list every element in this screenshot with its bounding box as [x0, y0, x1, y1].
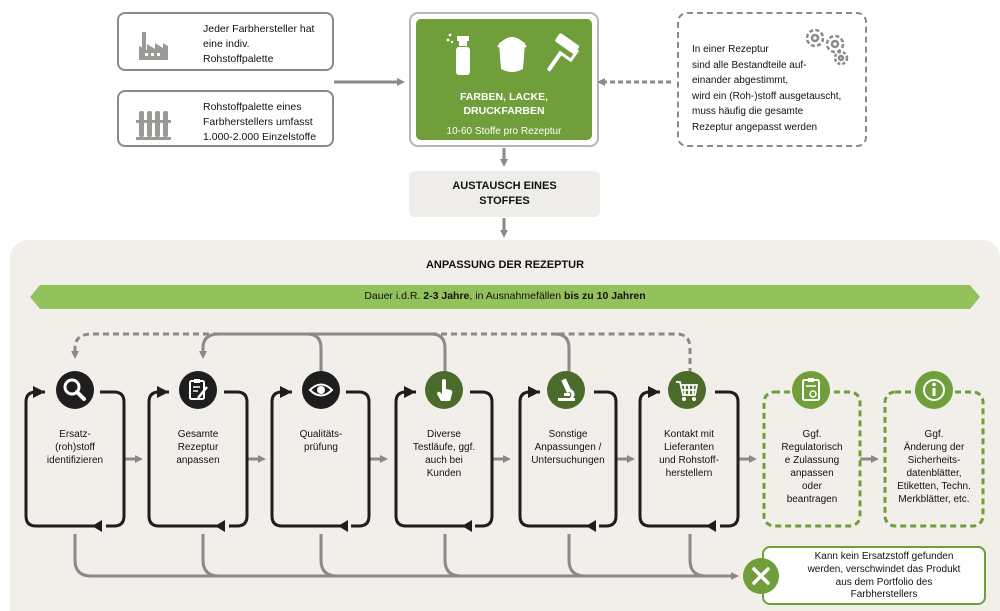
- note-box: In einer Rezeptur sind alle Bestandteile…: [677, 12, 867, 147]
- step-label-1: Ersatz- (roh)stoff identifizieren: [46, 429, 104, 466]
- product-box-fill: FARBEN, LACKE, DRUCKFARBEN 10-60 Stoffe …: [416, 19, 592, 140]
- step-label-3: Qualitäts- prüfung: [299, 429, 343, 453]
- exchange-box: AUSTAUSCH EINES STOFFES: [409, 171, 600, 217]
- microscope-icon: [558, 378, 575, 401]
- step-icon-circle-8: [915, 371, 953, 409]
- step-4: Diverse Testläufe, ggf. auch bei Kunden: [395, 392, 493, 526]
- factory-icon: [139, 32, 168, 60]
- clipboard-edit-icon: [189, 379, 208, 400]
- info-box-substances: Rohstoffpalette eines Farbherstellers um…: [117, 90, 334, 147]
- test-tubes-icon: [136, 111, 171, 140]
- step-8: Ggf. Änderung der Sicherheits- datenblät…: [885, 392, 983, 526]
- product-removed-box: Kann kein Ersatzstoff gefunden werden, v…: [762, 546, 986, 605]
- step-label-6: Kontakt mit Lieferanten und Rohstoff- he…: [659, 429, 719, 479]
- info-text-substances: Rohstoffpalette eines Farbherstellers um…: [203, 101, 317, 143]
- step-label-4: Diverse Testläufe, ggf. auch bei Kunden: [412, 429, 476, 479]
- step-7: Ggf. Regulatorisch e Zulassung anpassen …: [763, 392, 861, 526]
- product-subtitle: 10-60 Stoffe pro Rezeptur: [446, 126, 562, 137]
- product-box: FARBEN, LACKE, DRUCKFARBEN 10-60 Stoffe …: [409, 12, 599, 147]
- paint-bucket-icon: [497, 37, 527, 72]
- magnifier-icon: [63, 378, 86, 401]
- step-icon-circle-1: [56, 371, 94, 409]
- product-title: FARBEN, LACKE, DRUCKFARBEN: [459, 91, 549, 117]
- duration-banner: Dauer i.d.R. 2-3 Jahre, in Ausnahmefälle…: [30, 285, 980, 309]
- duration-arrow: [30, 285, 980, 309]
- gears-icon: [805, 28, 849, 66]
- step-label-2: Gesamte Rezeptur anpassen: [176, 429, 220, 466]
- step-icon-circle-4: [425, 371, 463, 409]
- duration-typical: 2-3 Jahre: [423, 290, 470, 302]
- step-icon-circle-3: [302, 371, 340, 409]
- hand-pointer-icon: [437, 379, 453, 401]
- step-icon-circle-5: [547, 371, 585, 409]
- duration-text: Dauer i.d.R. 2-3 Jahre, in Ausnahmefälle…: [30, 290, 980, 302]
- step-label-5: Sonstige Anpassungen / Untersuchungen: [531, 429, 605, 466]
- spray-can-icon: [446, 33, 470, 75]
- step-icon-circle-6: [668, 371, 706, 409]
- duration-max: bis zu 10 Jahren: [563, 290, 646, 302]
- duration-middle: , in Ausnahmefällen: [469, 290, 564, 302]
- note-text: In einer Rezeptur sind alle Bestandteile…: [692, 44, 842, 133]
- certificate-icon: [802, 378, 820, 401]
- step-2: Gesamte Rezeptur anpassen: [149, 392, 247, 526]
- step-5: Sonstige Anpassungen / Untersuchungen: [519, 392, 617, 526]
- step-1: Ersatz- (roh)stoff identifizieren: [26, 392, 124, 526]
- eye-icon: [308, 383, 334, 397]
- duration-prefix: Dauer i.d.R.: [364, 290, 424, 302]
- step-label-7: Ggf. Regulatorisch e Zulassung anpassen …: [781, 429, 843, 505]
- step-icon-circle-2: [179, 371, 217, 409]
- x-icon: [743, 558, 779, 594]
- step-label-8: Ggf. Änderung der Sicherheits- datenblät…: [897, 429, 971, 505]
- step-icon-circle-7: [792, 371, 830, 409]
- product-removed-text: Kann kein Ersatzstoff gefunden werden, v…: [807, 551, 961, 601]
- step-3: Qualitäts- prüfung: [272, 392, 370, 526]
- paint-roller-icon: [546, 33, 580, 72]
- step-6: Kontakt mit Lieferanten und Rohstoff- he…: [640, 392, 738, 526]
- panel-title: ANPASSUNG DER REZEPTUR: [425, 259, 585, 271]
- info-icon: [923, 379, 945, 401]
- info-text-palette: Jeder Farbhersteller hat eine indiv. Roh…: [203, 23, 315, 65]
- shopping-cart-icon: [676, 381, 699, 401]
- info-box-palette: Jeder Farbhersteller hat eine indiv. Roh…: [117, 12, 334, 71]
